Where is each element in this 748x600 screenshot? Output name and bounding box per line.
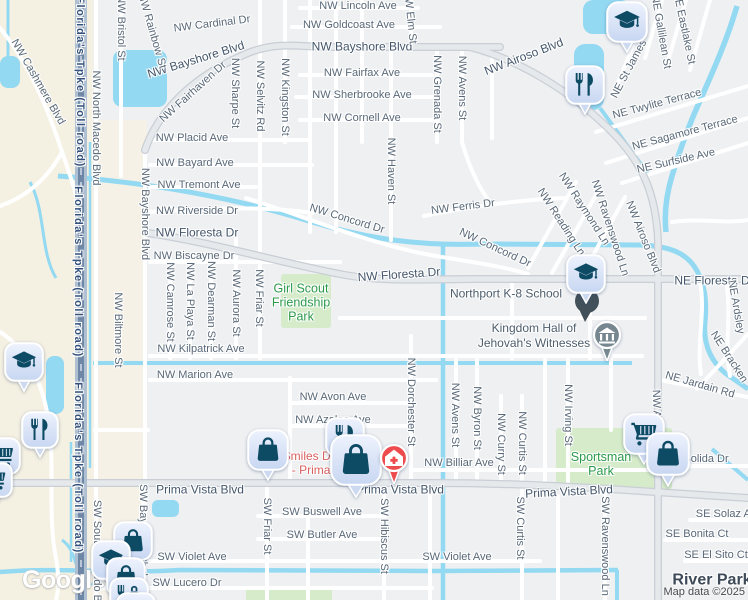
restaurant-marker-icon[interactable] (21, 411, 59, 463)
poi-label[interactable]: Northport K-8 School (449, 286, 563, 301)
arterial-roads (0, 41, 748, 600)
shopping-cart-marker-icon[interactable] (0, 462, 13, 512)
school-marker-icon[interactable] (566, 254, 606, 309)
poi-label[interactable]: River Park (672, 571, 748, 589)
shopping-bag-marker-icon[interactable] (646, 432, 690, 492)
school-marker-icon[interactable] (4, 342, 44, 397)
map-attribution: Map data ©2025 (663, 586, 746, 598)
medical-marker-icon[interactable] (379, 443, 409, 489)
school-marker-icon[interactable] (606, 1, 648, 58)
shopping-bag-marker-icon[interactable] (330, 434, 382, 503)
shopping-bag-marker-icon[interactable] (247, 429, 289, 486)
place-of-worship-marker-icon[interactable] (592, 320, 622, 366)
shopping-bag-marker-icon[interactable] (116, 592, 156, 600)
restaurant-marker-icon[interactable] (565, 65, 605, 120)
